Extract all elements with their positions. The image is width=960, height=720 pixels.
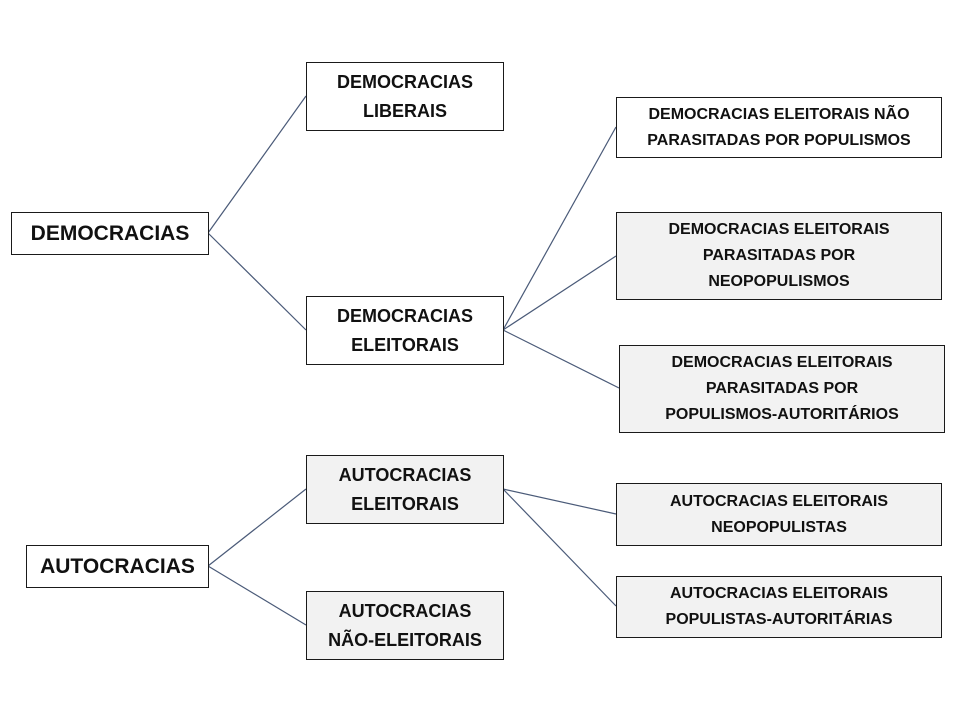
node-democracias-eleitorais: DEMOCRACIAS ELEITORAIS: [306, 296, 504, 365]
node-auto-eleit-neopopulistas: AUTOCRACIAS ELEITORAIS NEOPOPULISTAS: [616, 483, 942, 546]
node-dem-eleit-populismos-autoritarios: DEMOCRACIAS ELEITORAIS PARASITADAS POR P…: [619, 345, 945, 433]
connector-line: [502, 488, 617, 515]
connector-line: [502, 126, 617, 331]
node-dem-eleit-neopopulismos: DEMOCRACIAS ELEITORAIS PARASITADAS POR N…: [616, 212, 942, 300]
node-democracias-liberais: DEMOCRACIAS LIBERAIS: [306, 62, 504, 131]
node-autocracias: AUTOCRACIAS: [26, 545, 209, 588]
connector-line: [502, 488, 617, 607]
node-dem-eleit-nao-parasitadas: DEMOCRACIAS ELEITORAIS NÃO PARASITADAS P…: [616, 97, 942, 158]
connector-line: [502, 329, 620, 389]
connector-line: [207, 95, 307, 234]
node-autocracias-eleitorais: AUTOCRACIAS ELEITORAIS: [306, 455, 504, 524]
connector-line: [207, 232, 307, 331]
connector-line: [207, 488, 307, 567]
node-autocracias-nao-eleitorais: AUTOCRACIAS NÃO-ELEITORAIS: [306, 591, 504, 660]
node-democracias: DEMOCRACIAS: [11, 212, 209, 255]
connector-line: [502, 255, 617, 331]
connector-line: [207, 565, 307, 626]
node-auto-eleit-populistas-autoritarias: AUTOCRACIAS ELEITORAIS POPULISTAS-AUTORI…: [616, 576, 942, 638]
